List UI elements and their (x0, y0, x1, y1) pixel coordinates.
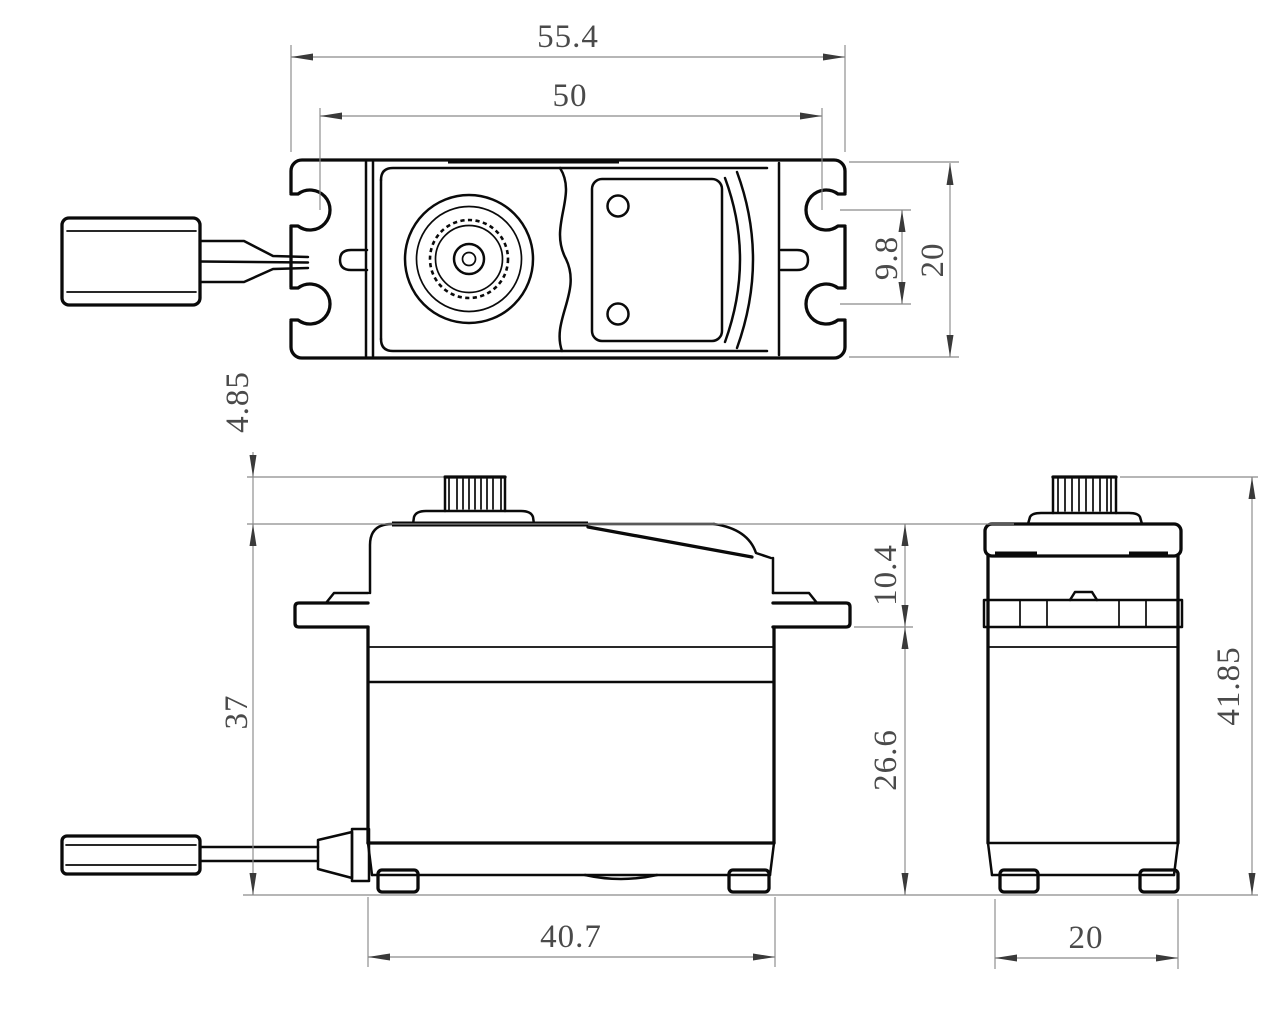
output-shaft-side (1051, 475, 1118, 515)
shaft-collar-side (1026, 511, 1144, 526)
screw-hole-top (606, 194, 630, 218)
arrowhead (249, 455, 257, 477)
front-view (60, 475, 852, 894)
arrowhead (800, 112, 822, 120)
mount-hole-bottom-left (289, 282, 332, 326)
screw-hole-bottom (606, 302, 630, 326)
right-tab-slot (779, 248, 810, 272)
gear-boss-outer (403, 193, 535, 325)
mount-hole-top-left (289, 188, 332, 232)
cutout-gap (286, 193, 295, 227)
shaft-collar-front (411, 509, 536, 526)
cover-top-edge (379, 166, 769, 182)
case-top-round-end (712, 522, 773, 560)
dim-mount-span-label: 50 (553, 78, 588, 114)
base-side (986, 841, 994, 877)
wire-connector-top (60, 216, 202, 307)
output-gear (403, 193, 535, 325)
flange-lip-right (771, 591, 819, 605)
flange-lip-left (324, 591, 370, 605)
dim-flange-to-base-label: 26.6 (868, 729, 904, 791)
mounting-flange-front (293, 591, 852, 629)
gear-boss-inner (415, 205, 523, 313)
dimensions: 55.4 50 9.8 20 4.85 37 10.4 26.6 41.85 4… (219, 19, 1258, 969)
band-key-tab (1068, 590, 1099, 602)
left-tab-slot (338, 248, 369, 272)
side-view (982, 475, 1184, 894)
cover-bottom-edge (379, 337, 769, 353)
lead-wire (198, 239, 310, 259)
dim-top-to-flange-label: 10.4 (868, 544, 904, 606)
seal-seam-wave (558, 166, 572, 353)
connector-housing (60, 834, 202, 876)
dim-top-width-label: 20 (915, 243, 951, 278)
dim-body-length-label: 40.7 (540, 919, 602, 955)
lead-wire (198, 266, 310, 284)
foot-left (376, 868, 420, 894)
shaft-center (461, 251, 477, 267)
arrowhead (320, 112, 342, 120)
arrowhead (368, 953, 390, 961)
end-cap-curve-outer (735, 170, 755, 350)
arrowhead (753, 953, 775, 961)
arrowhead (901, 605, 909, 627)
dim-side-width-label: 20 (1069, 920, 1104, 956)
arrowhead (1248, 477, 1256, 499)
lead-wire (198, 260, 310, 264)
arrowhead (898, 210, 906, 232)
foot-left (998, 868, 1040, 894)
arrowhead (249, 524, 257, 546)
strain-relief (316, 830, 354, 880)
arrowhead (291, 53, 313, 61)
lead-wires-top (198, 239, 310, 284)
flange-plate-right (771, 601, 852, 629)
arrowhead (901, 873, 909, 895)
end-cap-curve-inner (723, 176, 742, 344)
cutout-gap (286, 287, 295, 321)
arrowhead (995, 954, 1017, 962)
case-top-left-corner (368, 522, 394, 595)
arrowhead (1248, 873, 1256, 895)
shaft-boss (452, 242, 486, 276)
dim-overall-height-label: 41.85 (1211, 646, 1247, 725)
output-shaft-front (443, 475, 507, 513)
screw-panel (590, 177, 724, 343)
arrowhead (1156, 954, 1178, 962)
arrowhead (901, 627, 909, 649)
dim-case-height-label: 37 (219, 695, 255, 730)
wire-grommet (350, 827, 371, 883)
flange-plate-left (293, 601, 370, 629)
gear-teeth (428, 218, 510, 300)
arrowhead (946, 163, 954, 185)
arrowhead (823, 53, 845, 61)
dim-spline-height-label: 4.85 (220, 371, 256, 433)
mount-hole-top-right (804, 188, 847, 232)
top-cap (983, 522, 1183, 558)
base-bump (583, 873, 659, 881)
dim-overall-length-label: 55.4 (537, 19, 599, 55)
arrowhead (249, 873, 257, 895)
top-view (60, 158, 850, 360)
foot-right (1138, 868, 1180, 894)
mount-hole-bottom-right (804, 282, 847, 326)
dim-hole-pitch-label: 9.8 (869, 236, 905, 280)
gear-root (434, 224, 504, 294)
base-side (768, 841, 776, 877)
arrowhead (901, 524, 909, 546)
foot-right (727, 868, 771, 894)
arrowhead (898, 282, 906, 304)
case-top-chamfer (586, 525, 754, 559)
flange-band (982, 598, 1184, 629)
arrowhead (946, 335, 954, 357)
wire-connector-front (60, 827, 371, 883)
